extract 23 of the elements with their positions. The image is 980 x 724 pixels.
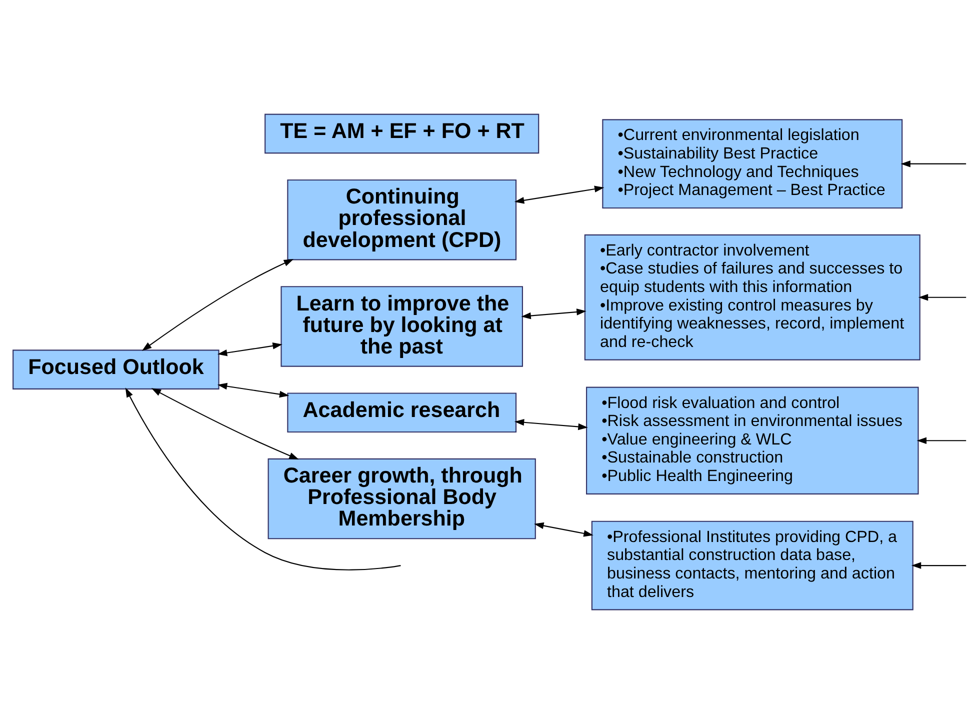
arrow xyxy=(534,522,594,537)
arrow xyxy=(514,186,604,204)
arrow xyxy=(911,562,966,569)
node-box: Academic research xyxy=(287,392,517,433)
arrow xyxy=(151,388,299,460)
node-box: TE = AM + EF + FO + RT xyxy=(264,114,540,154)
arrow xyxy=(125,388,401,570)
arrow xyxy=(217,382,290,398)
node-box: Continuing professional development (CPD) xyxy=(287,179,517,260)
arrow xyxy=(918,294,966,301)
node-box: •Current environmental legislation •Sustainability Best Practice •New Technology and Techniques •Project Management – Best Practice xyxy=(602,119,903,209)
node-box: •Flood risk evaluation and control •Risk assessment in environmental issues •Value engineering & WLC •Sustainable construction •Public Health Engineering xyxy=(586,386,919,494)
node-box: •Professional Institutes providing CPD, a substantial construction data base, business contacts, mentoring and action that delivers xyxy=(591,520,914,610)
node-box: •Early contractor involvement •Case studies of failures and successes to equip students with this information •Improve existing control measures by identifying weaknesses, record, implement and re-check xyxy=(584,234,920,360)
arrow xyxy=(514,418,588,430)
arrow xyxy=(521,308,586,320)
arrow xyxy=(916,437,966,444)
arrow xyxy=(217,342,282,356)
arrow xyxy=(900,160,966,168)
node-box: Learn to improve the future by looking at the past xyxy=(280,286,523,367)
arrow xyxy=(142,259,294,351)
node-box: Career growth, through Professional Body Membership xyxy=(268,458,536,540)
node-box: Focused Outlook xyxy=(12,350,220,390)
